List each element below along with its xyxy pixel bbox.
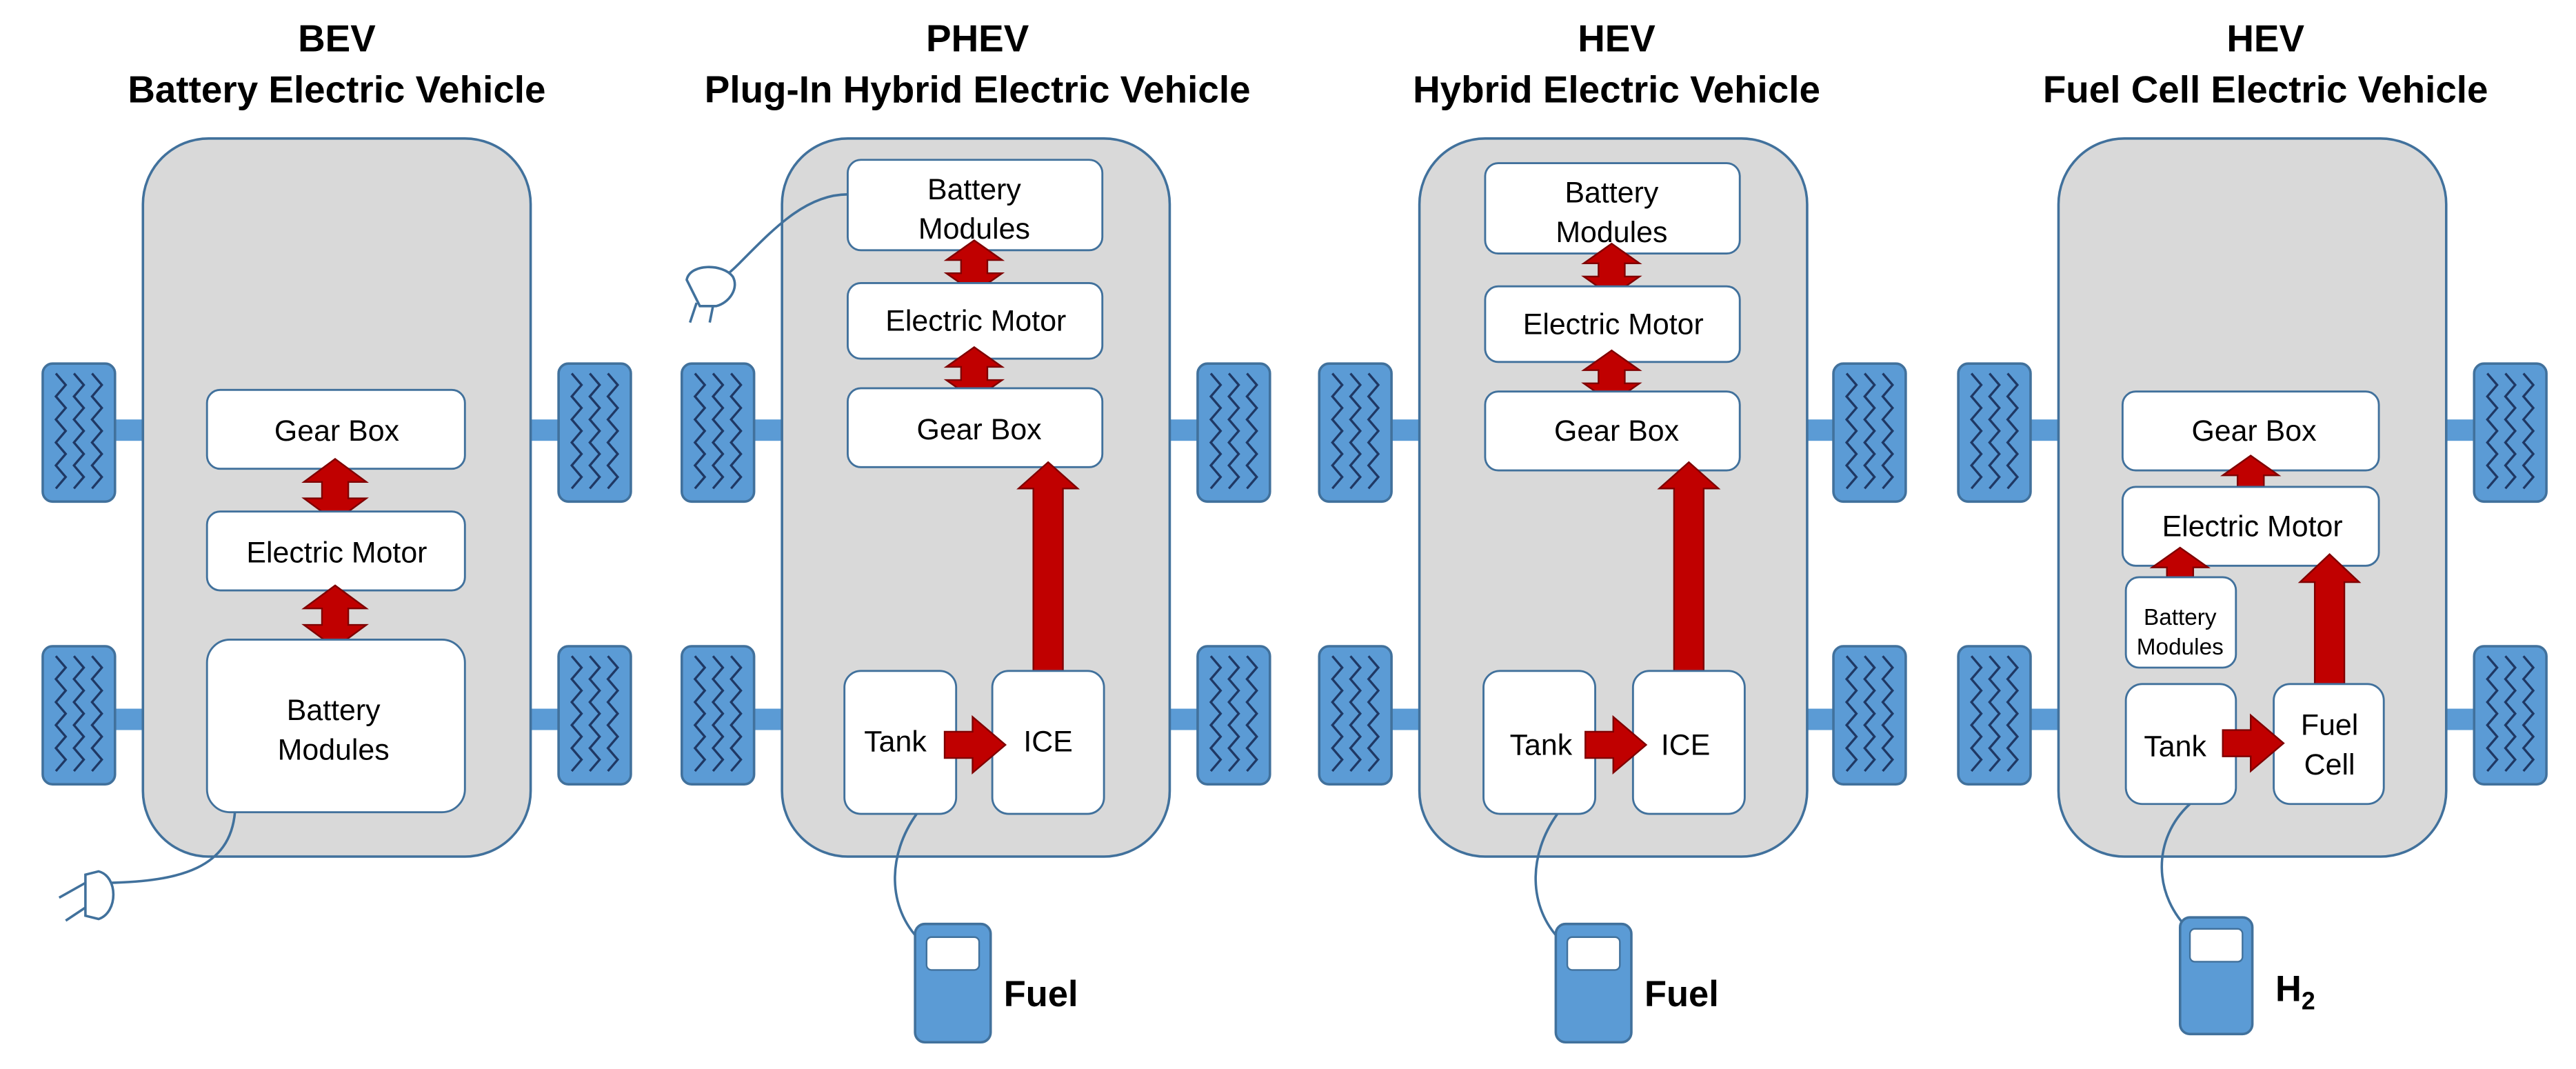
phev-fuel-hose — [894, 813, 921, 941]
fcev-title-abbr: HEV — [2226, 17, 2304, 60]
fcev-electric-motor — [2121, 486, 2380, 567]
fcev-battery-label-1: Battery — [2144, 605, 2217, 630]
bev-gear-box-label: Gear Box — [274, 414, 399, 448]
panel-phev: PHEV Plug-In Hybrid Electric Vehicle Bat… — [681, 17, 1271, 1044]
phev-ice-label: ICE — [1023, 726, 1072, 759]
fcev-h2-main: H — [2275, 970, 2302, 1010]
panel-bev: BEV Battery Electric Vehicle Gear Box El… — [41, 17, 632, 922]
phev-wheel-rear-left — [681, 645, 756, 786]
hev-gear-box-label: Gear Box — [1554, 414, 1679, 448]
fcev-fuel-cell — [2273, 683, 2385, 806]
bev-wheel-rear-left — [41, 645, 117, 786]
hev-wheel-front-right — [1832, 362, 1907, 503]
bev-title-abbr: BEV — [298, 17, 376, 60]
fcev-title-name: Fuel Cell Electric Vehicle — [2043, 68, 2488, 110]
hev-wheel-rear-left — [1318, 645, 1393, 786]
panel-fcev: HEV Fuel Cell Electric Vehicle Gear Box … — [1957, 17, 2548, 1036]
bev-battery-label-2: Modules — [278, 733, 390, 766]
phev-wheel-front-right — [1196, 362, 1271, 503]
hev-arrow-ice-gearbox — [1657, 461, 1721, 674]
fcev-battery-modules — [2124, 576, 2237, 669]
hev-fuel-pump-icon — [1554, 922, 1633, 1044]
fcev-gear-box-label: Gear Box — [2191, 414, 2316, 448]
hev-title-name: Hybrid Electric Vehicle — [1413, 68, 1820, 110]
phev-title-abbr: PHEV — [926, 17, 1029, 60]
hev-wheel-rear-right — [1832, 645, 1907, 786]
fcev-electric-motor-label: Electric Motor — [2162, 510, 2343, 543]
phev-plug-icon — [685, 266, 736, 323]
fcev-wheel-front-right — [2473, 362, 2548, 503]
fcev-wheel-rear-left — [1957, 645, 2032, 786]
fcev-fuel-cell-label-1: Fuel — [2301, 709, 2358, 742]
phev-arrow-ice-gearbox — [1016, 461, 1080, 674]
bev-battery-label-1: Battery — [287, 694, 381, 727]
phev-fuel-pump-icon — [914, 922, 992, 1044]
hev-title-abbr: HEV — [1578, 17, 1656, 60]
fcev-fuel-cell-label-2: Cell — [2304, 748, 2355, 781]
bev-charging-cable — [108, 812, 237, 884]
phev-title-name: Plug-In Hybrid Electric Vehicle — [705, 68, 1251, 110]
fcev-h2-subscript: 2 — [2302, 988, 2315, 1015]
phev-gear-box-label: Gear Box — [917, 413, 1042, 446]
hev-battery-label-1: Battery — [1564, 177, 1658, 210]
hev-ice-label: ICE — [1661, 728, 1710, 761]
hev-fuel-label: Fuel — [1644, 975, 1719, 1015]
bev-battery-modules — [205, 639, 466, 814]
bev-title-name: Battery Electric Vehicle — [128, 68, 545, 110]
phev-wheel-rear-right — [1196, 645, 1271, 786]
phev-electric-motor-label: Electric Motor — [885, 305, 1066, 338]
fcev-tank-label: Tank — [2144, 730, 2206, 763]
bev-wheel-front-right — [557, 362, 632, 503]
hev-tank-label: Tank — [1510, 728, 1573, 761]
phev-battery-label-1: Battery — [927, 173, 1021, 206]
panel-hev: HEV Hybrid Electric Vehicle Battery Modu… — [1318, 17, 1907, 1044]
bev-wheel-rear-right — [557, 645, 632, 786]
hev-wheel-front-left — [1318, 362, 1393, 503]
bev-electric-motor-label: Electric Motor — [246, 537, 427, 570]
phev-tank-label: Tank — [864, 726, 927, 759]
fcev-wheel-rear-right — [2473, 645, 2548, 786]
bev-plug-icon — [58, 870, 115, 922]
phev-wheel-front-left — [681, 362, 756, 503]
phev-gear-box — [847, 387, 1104, 468]
fcev-fuel-pump-icon — [2178, 916, 2254, 1036]
fcev-battery-label-2: Modules — [2137, 635, 2224, 660]
phev-fuel-label: Fuel — [1004, 975, 1078, 1015]
fcev-wheel-front-left — [1957, 362, 2032, 503]
hev-gear-box — [1484, 390, 1741, 472]
fcev-h2-hose — [2160, 803, 2193, 933]
fcev-h2-label: H2 — [2275, 970, 2315, 1015]
hev-electric-motor-label: Electric Motor — [1523, 308, 1704, 341]
bev-wheel-front-left — [41, 362, 117, 503]
hev-fuel-hose — [1534, 813, 1562, 941]
